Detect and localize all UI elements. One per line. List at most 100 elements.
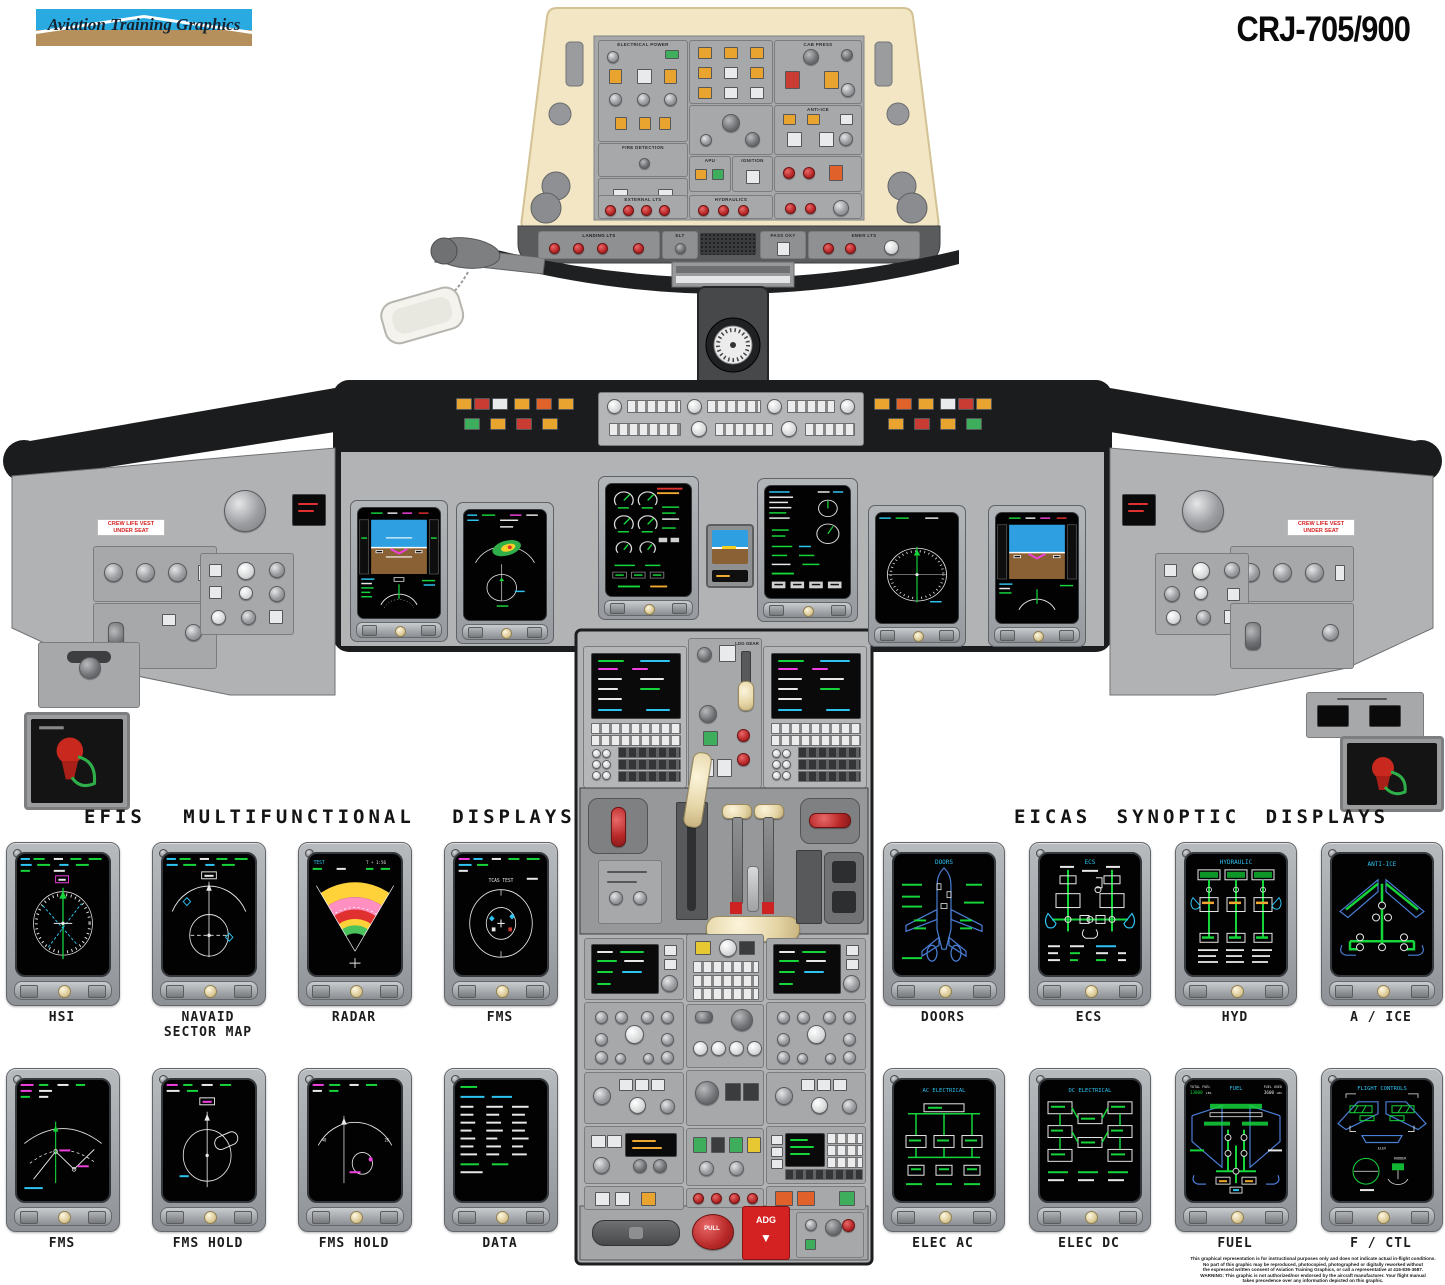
fire-handle-right <box>809 813 851 828</box>
cdu-left-screen <box>591 653 681 719</box>
svg-text:40: 40 <box>322 1137 327 1142</box>
display-control-bar <box>452 1207 550 1226</box>
cdu-left <box>583 646 687 788</box>
overhead-electrical-panel: ELECTRICAL POWER <box>598 40 688 142</box>
audio-warning-panel <box>1306 692 1424 738</box>
overhead-bleed-panel <box>689 40 773 104</box>
label-hyd: HYD <box>1221 1010 1249 1025</box>
oxygen-mask-box-left <box>24 712 130 810</box>
data-art <box>460 1085 529 1174</box>
display-control-bar <box>306 1207 404 1226</box>
doors-title: DOORS <box>935 859 953 866</box>
display-control-bar <box>14 981 112 1000</box>
elec-dc-title: DC ELECTRICAL <box>1069 1088 1113 1094</box>
eicas-status-screen <box>764 485 851 599</box>
mfd-art <box>467 514 538 607</box>
pfd-art <box>997 517 1077 610</box>
audio-panel-right <box>766 1002 866 1070</box>
fire-handle-left <box>611 807 626 847</box>
tuning-backup-panel <box>686 934 764 1002</box>
fctl-art: FLIGHT CONTROLS ELEV RUDDER <box>1337 1086 1427 1192</box>
left-air-vent <box>224 490 266 532</box>
evac-panel <box>686 1128 764 1186</box>
left-misc-panel <box>93 603 217 669</box>
eicas-display-elec-ac: AC ELECTRICAL <box>883 1068 1005 1232</box>
life-vest-sticker-left: CREW LIFE VEST UNDER SEAT <box>97 519 165 536</box>
right-misc-panel <box>1230 603 1354 669</box>
rudder-trim-panel <box>824 852 864 924</box>
eicas-status-display <box>757 478 858 622</box>
display-control-bar <box>1037 981 1143 1000</box>
fuel-title: FUEL <box>1229 1086 1243 1092</box>
hyd-art: HYDRAULIC <box>1190 859 1282 963</box>
rudder-label: RUDDER <box>1394 1156 1407 1160</box>
nav-source-panel-right <box>766 1072 866 1124</box>
adg-handle: ADG ▼ <box>742 1206 790 1260</box>
eicas-display-ecs: ECS <box>1029 842 1151 1006</box>
display-control-bar <box>14 1207 112 1226</box>
right-source-select-panel <box>1155 553 1249 635</box>
right-mfd-screen <box>875 512 959 624</box>
eicas-primary-screen <box>605 483 692 597</box>
oxygen-mask-box-right <box>1340 736 1444 812</box>
display-control-bar <box>604 600 693 616</box>
label-doors: DOORS <box>920 1010 966 1025</box>
efis-display-navaid <box>152 842 266 1006</box>
left-lighting-panel <box>93 546 217 602</box>
efis-section-heading: EFIS MULTIFUNCTIONAL DISPLAYS <box>84 806 576 828</box>
pfd-art <box>359 512 439 608</box>
navaid-screen <box>161 852 257 977</box>
overhead-ignition-panel: IGNITION <box>732 156 773 192</box>
fms-map-screen <box>15 1078 111 1203</box>
label-hsi: HSI <box>48 1010 76 1025</box>
overhead-hydraulics: HYDRAULICS <box>689 195 773 219</box>
radar-screen: TEST T + 1:56 <box>307 852 403 977</box>
right-pfd <box>988 505 1086 647</box>
fctl-screen: FLIGHT CONTROLS ELEV RUDDER <box>1330 1078 1434 1203</box>
compass-rose-art <box>879 517 947 603</box>
fuel-total-units: LBS <box>1206 1091 1212 1095</box>
oxygen-mask-art <box>39 726 97 788</box>
display-control-bar <box>1037 1207 1143 1226</box>
tcas-test-label: TCAS TEST <box>489 878 514 884</box>
fms-standby-screen <box>785 1133 825 1167</box>
gear-lever <box>738 681 754 711</box>
fctl-title: FLIGHT CONTROLS <box>1357 1086 1407 1092</box>
logo: Aviation Training Graphics <box>36 9 252 46</box>
hsi-art <box>20 857 102 960</box>
efis-display-fms-tcas: TCAS TEST <box>444 842 558 1006</box>
eicas-primary-display <box>598 476 699 620</box>
label-ecs: ECS <box>1075 1010 1103 1025</box>
left-pfd <box>350 500 448 642</box>
fuel-used-value: 3600 <box>1264 1090 1275 1095</box>
display-control-bar <box>452 981 550 1000</box>
fms-hold2-art: 40 20 <box>312 1083 393 1184</box>
trim-wheel <box>592 1220 680 1246</box>
flap-track <box>796 850 822 924</box>
display-control-bar <box>763 602 852 618</box>
overhead-fire-panel: FIRE DETECTION <box>598 143 688 177</box>
aice-screen: ANTI-ICE <box>1330 852 1434 977</box>
right-mfd <box>868 505 966 647</box>
overhead-antiice-panel: ANTI-ICE <box>774 105 862 155</box>
aux-control-panel <box>796 1212 864 1258</box>
overhead-external-lts: EXTERNAL LTS <box>598 195 688 219</box>
lg-pull-handle: PULL <box>690 1212 734 1252</box>
life-vest-sticker-right: CREW LIFE VEST UNDER SEAT <box>1287 519 1355 536</box>
elec-dc-art: DC ELECTRICAL <box>1047 1088 1133 1182</box>
eicas2-art <box>769 491 844 589</box>
radio-tuning-right <box>766 938 866 1000</box>
doors-screen: DOORS <box>892 852 996 977</box>
elec-ac-art: AC ELECTRICAL <box>905 1088 983 1186</box>
radio-tuning-left <box>584 938 684 1000</box>
ecs-art: ECS <box>1044 859 1136 962</box>
display-control-bar <box>1183 981 1289 1000</box>
fms-standby-panel <box>766 1126 866 1184</box>
knob-strip-panel <box>686 1188 764 1208</box>
tiller-panel <box>38 642 140 708</box>
logo-text: Aviation Training Graphics <box>47 15 241 34</box>
label-fctl: F / CTL <box>1350 1236 1412 1251</box>
fuel-total-value: 13000 <box>1190 1090 1203 1095</box>
data-screen <box>453 1078 549 1203</box>
